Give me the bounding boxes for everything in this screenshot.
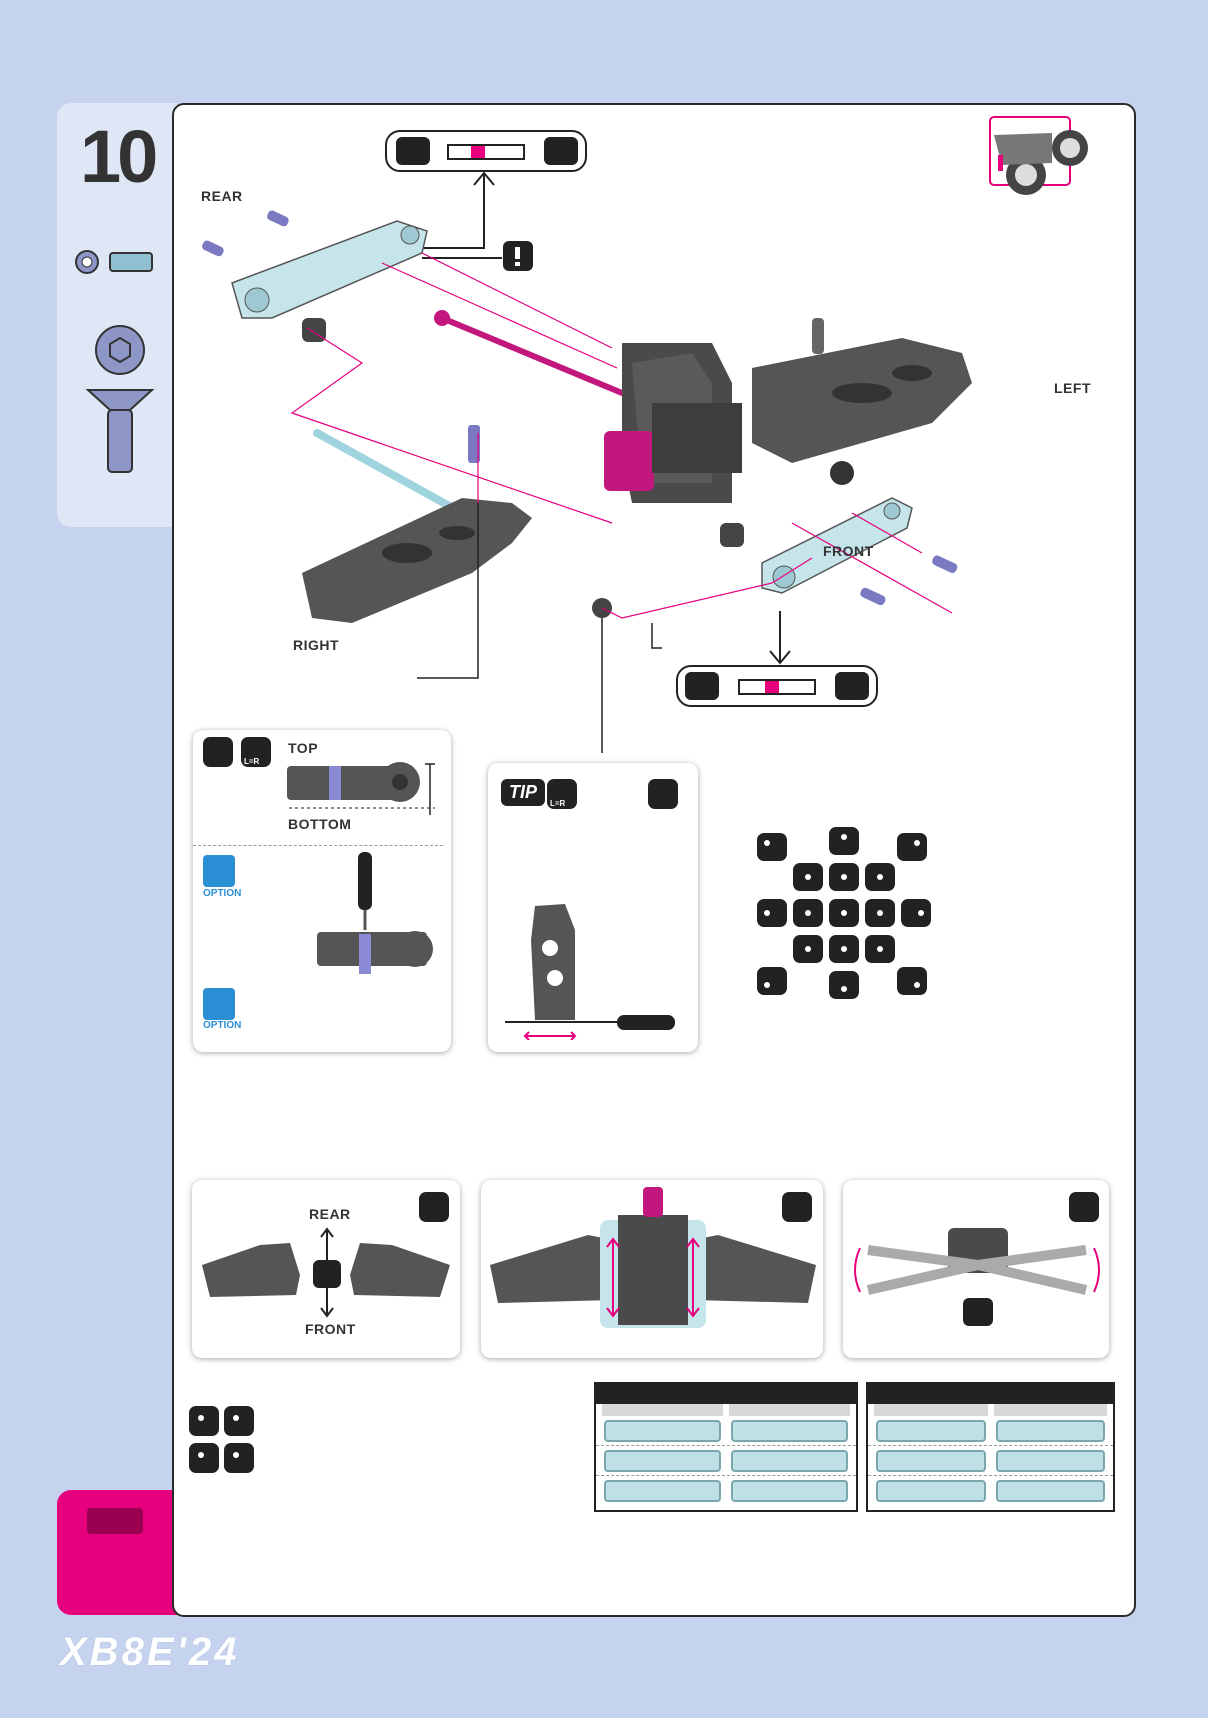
option-label-1: OPTION — [203, 888, 241, 899]
thumbs-up-icon — [203, 988, 235, 1020]
hole-pad — [224, 1443, 254, 1473]
thumbs-up-icon — [203, 855, 235, 887]
brand-logo — [87, 1508, 143, 1534]
magnify-icon — [648, 779, 678, 809]
label-top: TOP — [288, 740, 318, 756]
lr-badge-text: L=R — [550, 799, 565, 808]
hole-pad — [189, 1406, 219, 1436]
magnify-icon — [1069, 1192, 1099, 1222]
label-rear-bottom: REAR — [309, 1206, 351, 1222]
card-divider — [193, 845, 443, 846]
gearbox-mount-diagram — [488, 1185, 818, 1335]
tip-arm-diagram — [495, 900, 685, 1040]
exploded-assembly-diagram — [172, 103, 1132, 753]
hole-pattern-bottom — [677, 666, 877, 706]
parts-list-icon — [70, 240, 160, 480]
mounting-hole-grid — [755, 825, 935, 1000]
hole-pad — [189, 1443, 219, 1473]
magnify-icon — [203, 737, 233, 767]
label-left: LEFT — [1054, 380, 1091, 396]
hole-pad — [224, 1406, 254, 1436]
label-front: FRONT — [823, 543, 874, 559]
option-tool-diagram — [315, 850, 435, 980]
magnify-icon — [419, 1192, 449, 1222]
label-front-bottom: FRONT — [305, 1321, 356, 1337]
tip-badge: TIP — [501, 779, 545, 806]
label-rear: REAR — [201, 188, 243, 204]
brand-tab — [57, 1490, 177, 1615]
arm-swing-diagram — [848, 1220, 1106, 1350]
model-title: XB8E'24 — [60, 1630, 240, 1675]
hole-pattern-top — [386, 131, 586, 171]
wrench-icon — [963, 1298, 993, 1326]
lr-badge-text: L=R — [244, 757, 259, 766]
setting-table-left — [594, 1382, 858, 1512]
label-right: RIGHT — [293, 637, 339, 653]
step-number: 10 — [80, 120, 154, 194]
arm-orientation-diagram — [200, 1225, 455, 1320]
option-label-2: OPTION — [203, 1020, 241, 1031]
ball-stud-height-diagram — [285, 760, 445, 832]
setting-table-right — [866, 1382, 1115, 1512]
